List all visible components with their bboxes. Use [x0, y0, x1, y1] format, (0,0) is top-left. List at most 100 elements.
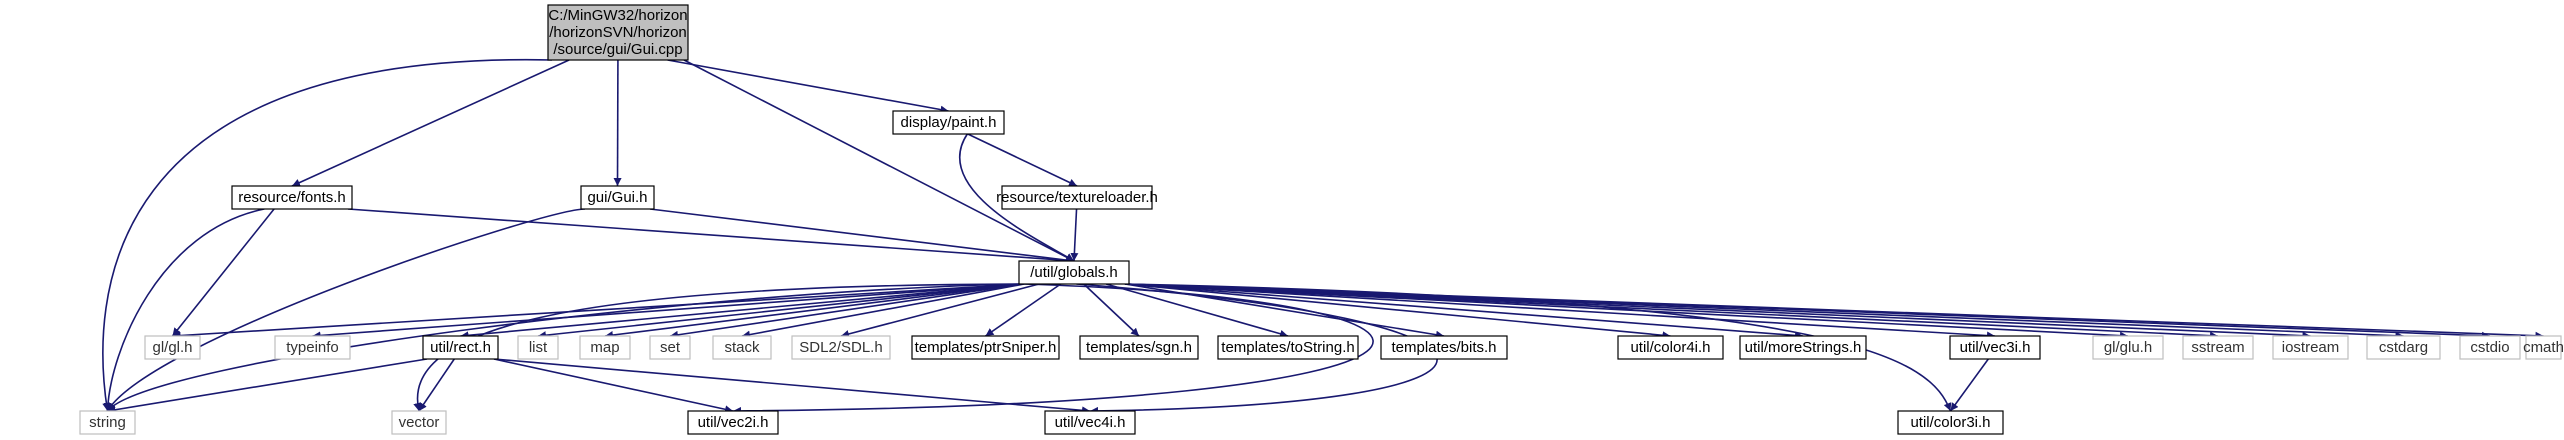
node-morestrings[interactable]: util/moreStrings.h	[1739, 335, 1867, 360]
node-label-map: map	[590, 339, 619, 356]
node-label-stack: stack	[724, 339, 760, 356]
node-cstdarg: cstdarg	[2366, 335, 2441, 360]
edge-globals-to-stack	[741, 283, 1025, 339]
node-box-gl_gl	[144, 335, 201, 360]
node-ptrsniper[interactable]: templates/ptrSniper.h	[911, 335, 1060, 360]
edge-globals-to-vector	[413, 283, 1024, 412]
node-box-sgn	[1079, 335, 1199, 360]
node-vec2i[interactable]: util/vec2i.h	[687, 410, 779, 435]
node-label-string: string	[89, 414, 126, 431]
node-box-sstream	[2182, 335, 2254, 360]
node-label-iostream: iostream	[2282, 339, 2340, 356]
node-box-vec2i	[687, 410, 779, 435]
node-color3i[interactable]: util/color3i.h	[1897, 410, 2004, 435]
node-label-resource_fonts: resource/fonts.h	[238, 189, 346, 206]
node-box-cmath	[2525, 335, 2562, 360]
node-gl_gl: gl/gl.h	[144, 335, 201, 360]
edge-globals-to-map	[604, 283, 1024, 339]
node-label-gui_cpp: C:/MinGW32/horizon	[548, 7, 687, 24]
node-box-cstdarg	[2366, 335, 2441, 360]
node-string: string	[79, 410, 136, 435]
edge-globals-to-typeinfo	[312, 283, 1024, 340]
node-glu: gl/glu.h	[2092, 335, 2164, 360]
edge-globals-to-sdl	[840, 283, 1040, 338]
node-label-sgn: templates/sgn.h	[1086, 339, 1192, 356]
node-resource_fonts[interactable]: resource/fonts.h	[231, 185, 353, 210]
edge-globals-to-string	[106, 283, 1024, 412]
edge-globals-to-morestrings	[1124, 283, 1804, 340]
edge-globals-to-set	[669, 283, 1024, 339]
node-label-texture_loader: resource/textureloader.h	[996, 189, 1158, 206]
node-box-gui_gui	[580, 185, 655, 210]
edge-resource_fonts-to-string	[103, 208, 265, 412]
node-globals[interactable]: /util/globals.h	[1018, 260, 1130, 285]
node-label-cmath: cmath	[2523, 339, 2564, 356]
node-gui_cpp[interactable]: C:/MinGW32/horizon/horizonSVN/horizon/so…	[547, 4, 689, 61]
node-box-morestrings	[1739, 335, 1867, 360]
node-label-color4i: util/color4i.h	[1630, 339, 1710, 356]
node-label-typeinfo: typeinfo	[286, 339, 339, 356]
node-tostring[interactable]: templates/toString.h	[1217, 335, 1359, 360]
node-label-cstdio: cstdio	[2470, 339, 2509, 356]
node-bits[interactable]: templates/bits.h	[1380, 335, 1508, 360]
node-box-stack	[712, 335, 772, 360]
node-label-display_paint: display/paint.h	[901, 114, 997, 131]
node-label-vector: vector	[399, 414, 440, 431]
node-gui_gui[interactable]: gui/Gui.h	[580, 185, 655, 210]
node-label-glu: gl/glu.h	[2104, 339, 2152, 356]
node-label-morestrings: util/moreStrings.h	[1745, 339, 1862, 356]
edge-vec3i-to-color3i	[1949, 358, 1989, 412]
edge-util_rect-to-vector	[418, 358, 455, 412]
edge-util_rect-to-string	[107, 358, 428, 414]
node-box-tostring	[1217, 335, 1359, 360]
node-box-typeinfo	[274, 335, 351, 360]
node-label-sstream: sstream	[2191, 339, 2244, 356]
edge-globals-to-cmath	[1124, 283, 2544, 340]
node-box-map	[579, 335, 631, 360]
edge-resource_fonts-to-globals	[347, 208, 1075, 265]
node-box-set	[649, 335, 691, 360]
node-box-sdl	[791, 335, 891, 360]
node-util_rect[interactable]: util/rect.h	[422, 335, 499, 360]
node-cmath: cmath	[2523, 335, 2564, 360]
node-box-list	[517, 335, 559, 360]
node-typeinfo: typeinfo	[274, 335, 351, 360]
node-label-sdl: SDL2/SDL.h	[799, 339, 882, 356]
edge-gui_cpp-to-globals	[683, 59, 1075, 262]
node-label-gui_cpp: /source/gui/Gui.cpp	[553, 41, 682, 58]
node-box-cstdio	[2459, 335, 2521, 360]
node-list: list	[517, 335, 559, 360]
node-label-gui_gui: gui/Gui.h	[587, 189, 647, 206]
node-label-gl_gl: gl/gl.h	[152, 339, 192, 356]
node-box-resource_fonts	[231, 185, 353, 210]
node-box-color4i	[1617, 335, 1724, 360]
node-vec4i[interactable]: util/vec4i.h	[1044, 410, 1136, 435]
node-label-list: list	[529, 339, 548, 356]
node-box-util_rect	[422, 335, 499, 360]
node-sgn[interactable]: templates/sgn.h	[1079, 335, 1199, 360]
node-color4i[interactable]: util/color4i.h	[1617, 335, 1724, 360]
edge-globals-to-sgn	[1083, 283, 1140, 337]
node-label-vec3i: util/vec3i.h	[1960, 339, 2031, 356]
node-stack: stack	[712, 335, 772, 360]
node-box-vector	[391, 410, 447, 435]
edge-gui_cpp-to-display_paint	[667, 59, 949, 114]
node-set: set	[649, 335, 691, 360]
node-vector: vector	[391, 410, 447, 435]
edge-util_rect-to-vec4i	[493, 358, 1091, 415]
node-box-vec3i	[1949, 335, 2041, 360]
edge-gui_cpp-to-resource_fonts	[291, 59, 570, 187]
dependency-edges	[102, 59, 2544, 415]
edge-globals-to-tostring	[1105, 283, 1289, 338]
edge-texture_loader-to-globals	[1070, 208, 1079, 262]
node-texture_loader[interactable]: resource/textureloader.h	[996, 185, 1158, 210]
node-label-set: set	[660, 339, 681, 356]
edge-display_paint-to-globals	[958, 133, 1075, 262]
node-display_paint[interactable]: display/paint.h	[892, 110, 1005, 135]
node-box-iostream	[2272, 335, 2349, 360]
edge-util_rect-to-vec2i	[493, 358, 734, 414]
edge-gui_gui-to-string	[106, 208, 586, 412]
node-vec3i[interactable]: util/vec3i.h	[1949, 335, 2041, 360]
node-label-globals: /util/globals.h	[1030, 264, 1118, 281]
node-box-glu	[2092, 335, 2164, 360]
